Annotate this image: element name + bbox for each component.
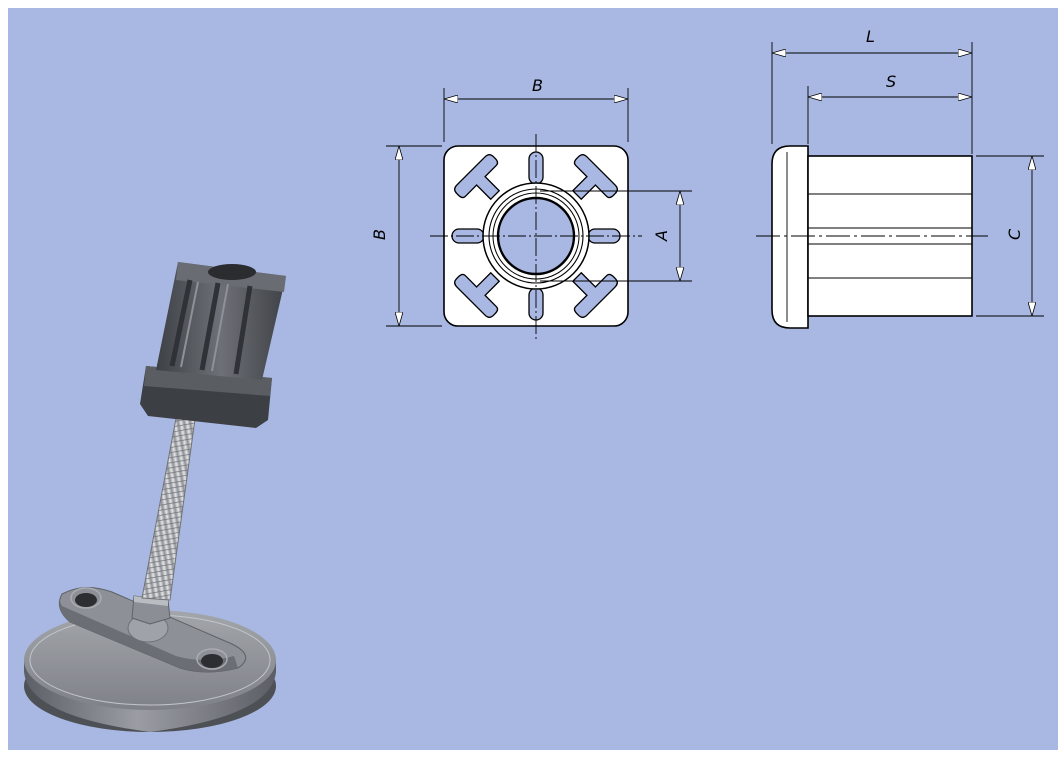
dim-label-bore: A (652, 230, 671, 242)
threaded-stud (141, 407, 197, 601)
dim-front-width (443, 88, 629, 142)
dim-label-overall-length: L (866, 27, 875, 46)
foot-base (24, 610, 276, 732)
front-view-centerlines (430, 134, 642, 342)
dim-label-front-width: B (532, 76, 543, 95)
front-view: B B A (370, 76, 692, 342)
dim-diameter (976, 155, 1044, 317)
tube-insert-cap (140, 262, 286, 428)
dim-label-shank-length: S (886, 72, 896, 91)
dim-label-diameter: C (1005, 228, 1024, 240)
dim-bore (540, 190, 692, 282)
dim-overall-length (771, 42, 973, 154)
mounting-hole (201, 654, 223, 668)
dim-shank-length (807, 86, 972, 144)
dim-front-height (386, 145, 442, 327)
side-view-flange (771, 145, 809, 329)
dim-label-front-height: B (370, 229, 389, 240)
side-view: L S C (756, 27, 1044, 329)
levelling-foot-render (24, 262, 286, 732)
mounting-hole (75, 593, 97, 607)
